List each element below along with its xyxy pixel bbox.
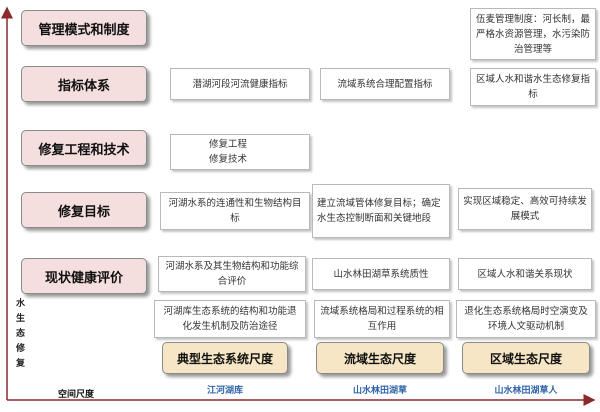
scale-basin: 流域生态尺度 xyxy=(316,342,444,374)
cell-eval-region: 区域人水和谐关系现状 xyxy=(458,258,592,290)
level-engineering-tech: 修复工程和技术 xyxy=(21,130,147,166)
cell-base-basin: 流域系统格局和过程系统的相互作用 xyxy=(314,300,450,338)
xlabel-typical: 江河湖库 xyxy=(206,386,243,396)
cell-index-region: 区域人水和谐水生态修复指标 xyxy=(470,68,596,106)
scale-region: 区域生态尺度 xyxy=(462,342,590,374)
cell-base-region: 退化生态系统格局时空演变及环境人文驱动机制 xyxy=(456,300,596,338)
cell-base-typical: 河湖库生态系统的结构和功能退化发生机制及防治途径 xyxy=(154,300,306,338)
cell-index-basin: 流域系统合理配置指标 xyxy=(320,68,450,100)
level-index-system: 指标体系 xyxy=(21,66,147,102)
level-health-evaluation: 现状健康评价 xyxy=(21,258,147,294)
cell-target-typical: 河湖水系的连通性和生物结构目标 xyxy=(160,192,310,230)
xlabel-basin: 山水林田湖草 xyxy=(352,386,407,396)
x-axis-title: 空间尺度 xyxy=(58,390,95,400)
level-management: 管理模式和制度 xyxy=(21,10,147,46)
cell-tech-typical: 修复工程 修复技术 xyxy=(170,134,310,170)
scale-typical-ecosystem: 典型生态系统尺度 xyxy=(162,342,288,374)
y-axis-title-text: 水生态修复 xyxy=(14,298,24,373)
cell-target-basin: 建立流域管体修复目标；确定水生态控制断面和关键地段 xyxy=(312,184,450,238)
cell-index-typical: 潜湖河段河流健康指标 xyxy=(170,68,310,100)
xlabel-region: 山水林田湖草人 xyxy=(494,386,558,396)
cell-eval-basin: 山水林田湖草系统质性 xyxy=(312,258,450,290)
level-restoration-target: 修复目标 xyxy=(21,192,147,228)
cell-management-region: 伍麦管理制度：河长制，最严格水资源管理，水污染防治管理等 xyxy=(470,8,596,60)
cell-eval-typical: 河湖水系及其生物结构和功能综合评价 xyxy=(158,256,306,292)
y-axis-title: 水生态修复 xyxy=(8,298,24,398)
cell-target-region: 实现区域稳定、高效可持续发展模式 xyxy=(458,188,592,230)
